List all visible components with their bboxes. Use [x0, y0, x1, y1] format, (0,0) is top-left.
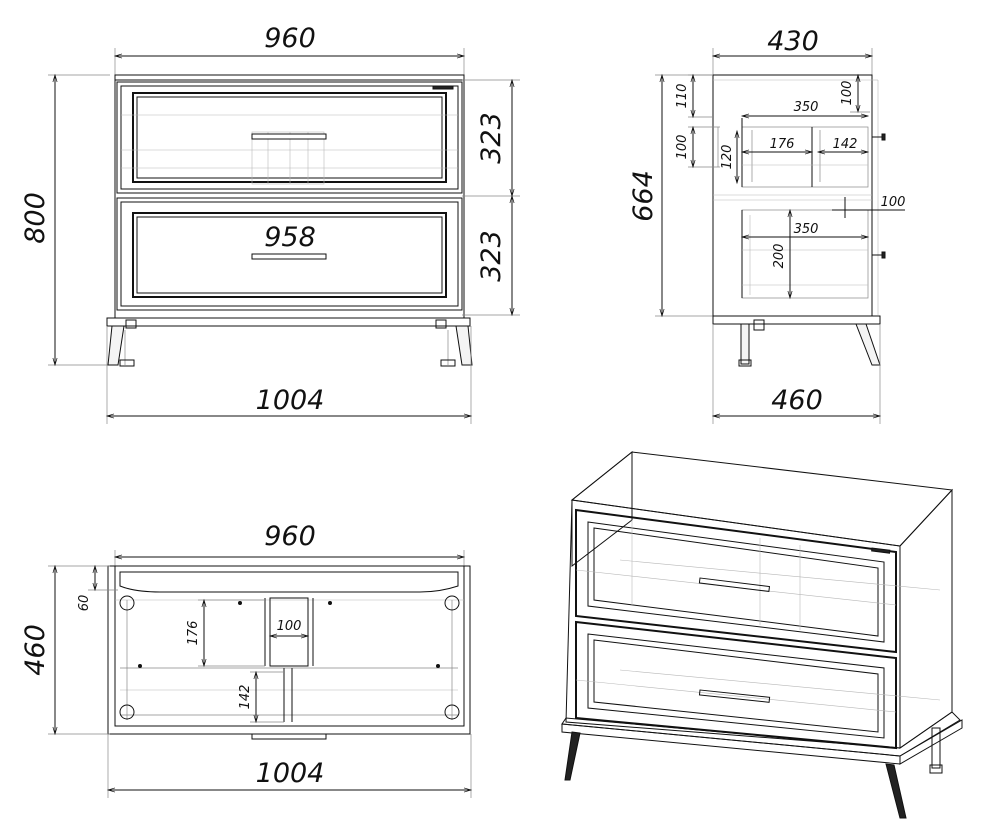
top-depth-label: 460: [20, 624, 51, 676]
front-width-top-label: 960: [264, 23, 316, 54]
front-height-total-label: 800: [20, 192, 51, 244]
side-depth-bottom-label: 460: [771, 385, 823, 416]
top-drawer-handle: [251, 133, 327, 140]
front-inner-width-label: 958: [264, 222, 316, 253]
front-width-bottom-label: 1004: [256, 385, 325, 416]
top-drawer: [116, 81, 463, 194]
top-cut-height-label: 176: [186, 621, 201, 646]
side-view: 430 664 110: [628, 26, 905, 424]
isometric-view: [561, 450, 963, 819]
iso-top-handle: [698, 577, 771, 593]
front-drawer-bottom-height-label: 323: [476, 230, 507, 282]
side-upper-cut-right-label: 142: [833, 137, 858, 152]
front-drawer-top-height-label: 323: [476, 112, 507, 164]
bottom-drawer-handle: [251, 253, 327, 260]
top-width-bottom-label: 1004: [256, 758, 325, 789]
side-top-gap-label: 110: [675, 84, 690, 109]
side-top-right-label: 100: [840, 81, 855, 106]
bottom-drawer: [116, 197, 463, 311]
side-depth-top-label: 430: [767, 26, 819, 57]
side-left-step-label: 100: [675, 135, 690, 160]
top-cut-width-label: 100: [277, 619, 302, 634]
side-upper-depth-label: 350: [794, 100, 819, 115]
side-lower-inner-height-label: 200: [772, 244, 787, 269]
side-lower-depth-label: 350: [794, 222, 819, 237]
side-upper-inner-height-label: 120: [720, 145, 735, 170]
front-view: 960 800 958: [20, 23, 520, 424]
side-height-label: 664: [628, 170, 659, 222]
top-front-offset-label: 60: [77, 595, 92, 612]
side-upper-cut-left-label: 176: [770, 137, 795, 152]
top-view: 960 460 60: [20, 521, 473, 798]
iso-bottom-handle: [698, 689, 771, 703]
side-right-step-label: 100: [881, 195, 906, 210]
top-lower-cut-height-label: 142: [238, 685, 253, 710]
top-width-top-label: 960: [264, 521, 316, 552]
